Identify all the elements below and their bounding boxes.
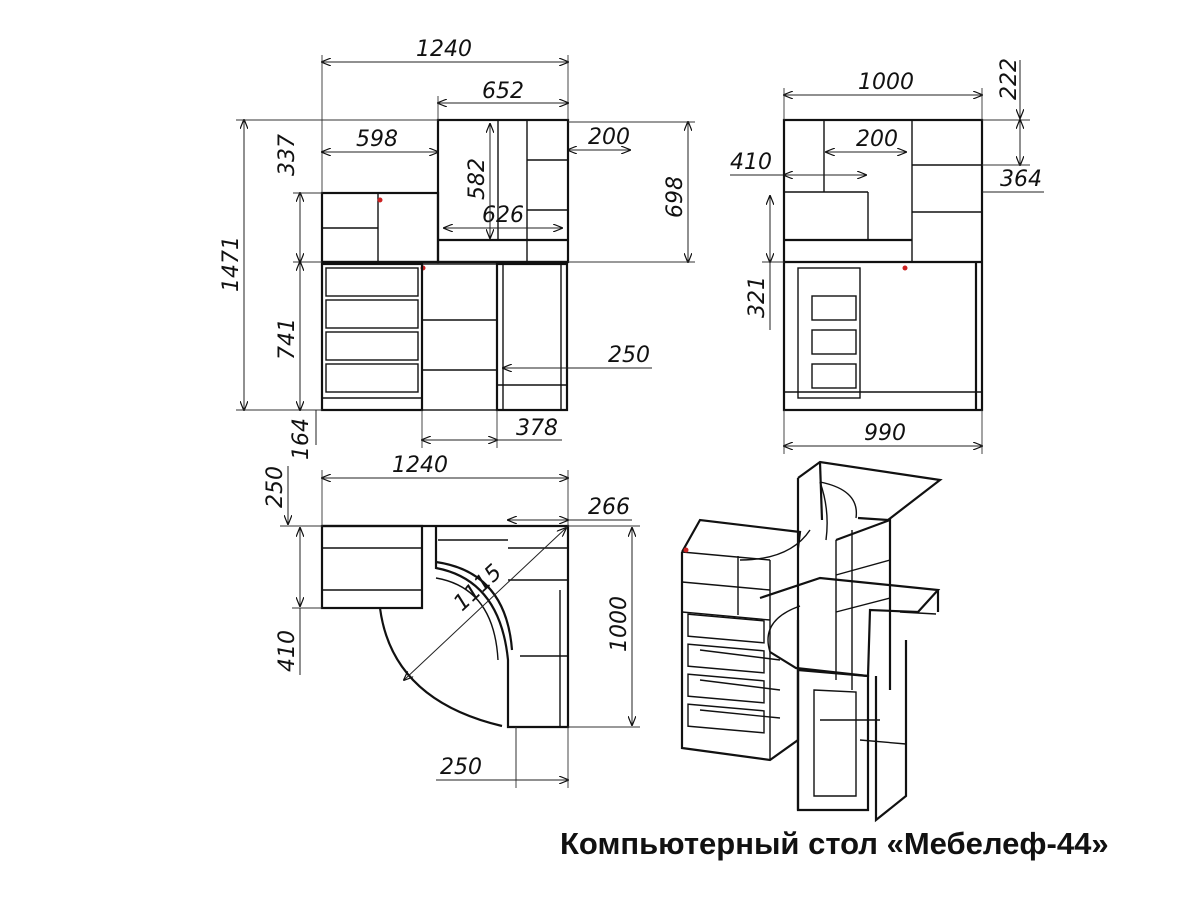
dim-front-superstructure-height: 698: [663, 176, 688, 218]
drawing-caption: Компьютерный стол «Мебелеф-44»: [560, 826, 1109, 861]
front-view: 1240 652 598 200 626 582 698 1471 337 74…: [219, 37, 695, 460]
isometric-view: [680, 460, 943, 823]
dim-plan-left-depth: 410: [275, 630, 300, 672]
dim-front-width-total: 1240: [416, 37, 472, 62]
dim-front-left-shelf-width: 598: [356, 127, 398, 152]
dim-side-width-total: 1000: [858, 70, 914, 95]
dim-side-inner-width: 200: [856, 127, 898, 152]
dim-front-inner-width: 626: [482, 203, 524, 228]
dim-plan-depth-total: 1000: [607, 596, 632, 652]
dim-front-right-niche-width: 200: [588, 125, 630, 150]
dim-side-shelf-depth: 410: [730, 150, 772, 175]
dim-plan-width-total: 1240: [392, 453, 448, 478]
dim-front-body-height: 741: [275, 318, 300, 360]
dim-side-middle-height: 321: [745, 276, 770, 318]
dim-front-section-width: 250: [608, 343, 650, 368]
dim-plan-corner-width: 266: [588, 495, 630, 520]
dim-side-base-width: 990: [864, 421, 906, 446]
dim-side-shelf-height: 364: [1000, 167, 1042, 192]
dim-side-top-height: 222: [997, 58, 1022, 100]
dim-front-leg-width: 378: [516, 416, 558, 441]
dim-plan-bottom-width: 250: [440, 755, 482, 780]
plan-view: 1240 250 266 1115 1000 410 250: [263, 453, 640, 788]
dim-front-top-shelf-width: 652: [482, 79, 524, 104]
dim-front-upper-shelf-height: 337: [275, 134, 300, 176]
dim-front-plinth-height: 164: [289, 418, 314, 460]
side-view: 1000 222 200 410 364 321 990: [730, 58, 1044, 454]
dim-plan-front-depth: 250: [263, 466, 288, 508]
dim-front-niche-height: 582: [465, 158, 490, 200]
dim-front-height-total: 1471: [219, 236, 244, 292]
